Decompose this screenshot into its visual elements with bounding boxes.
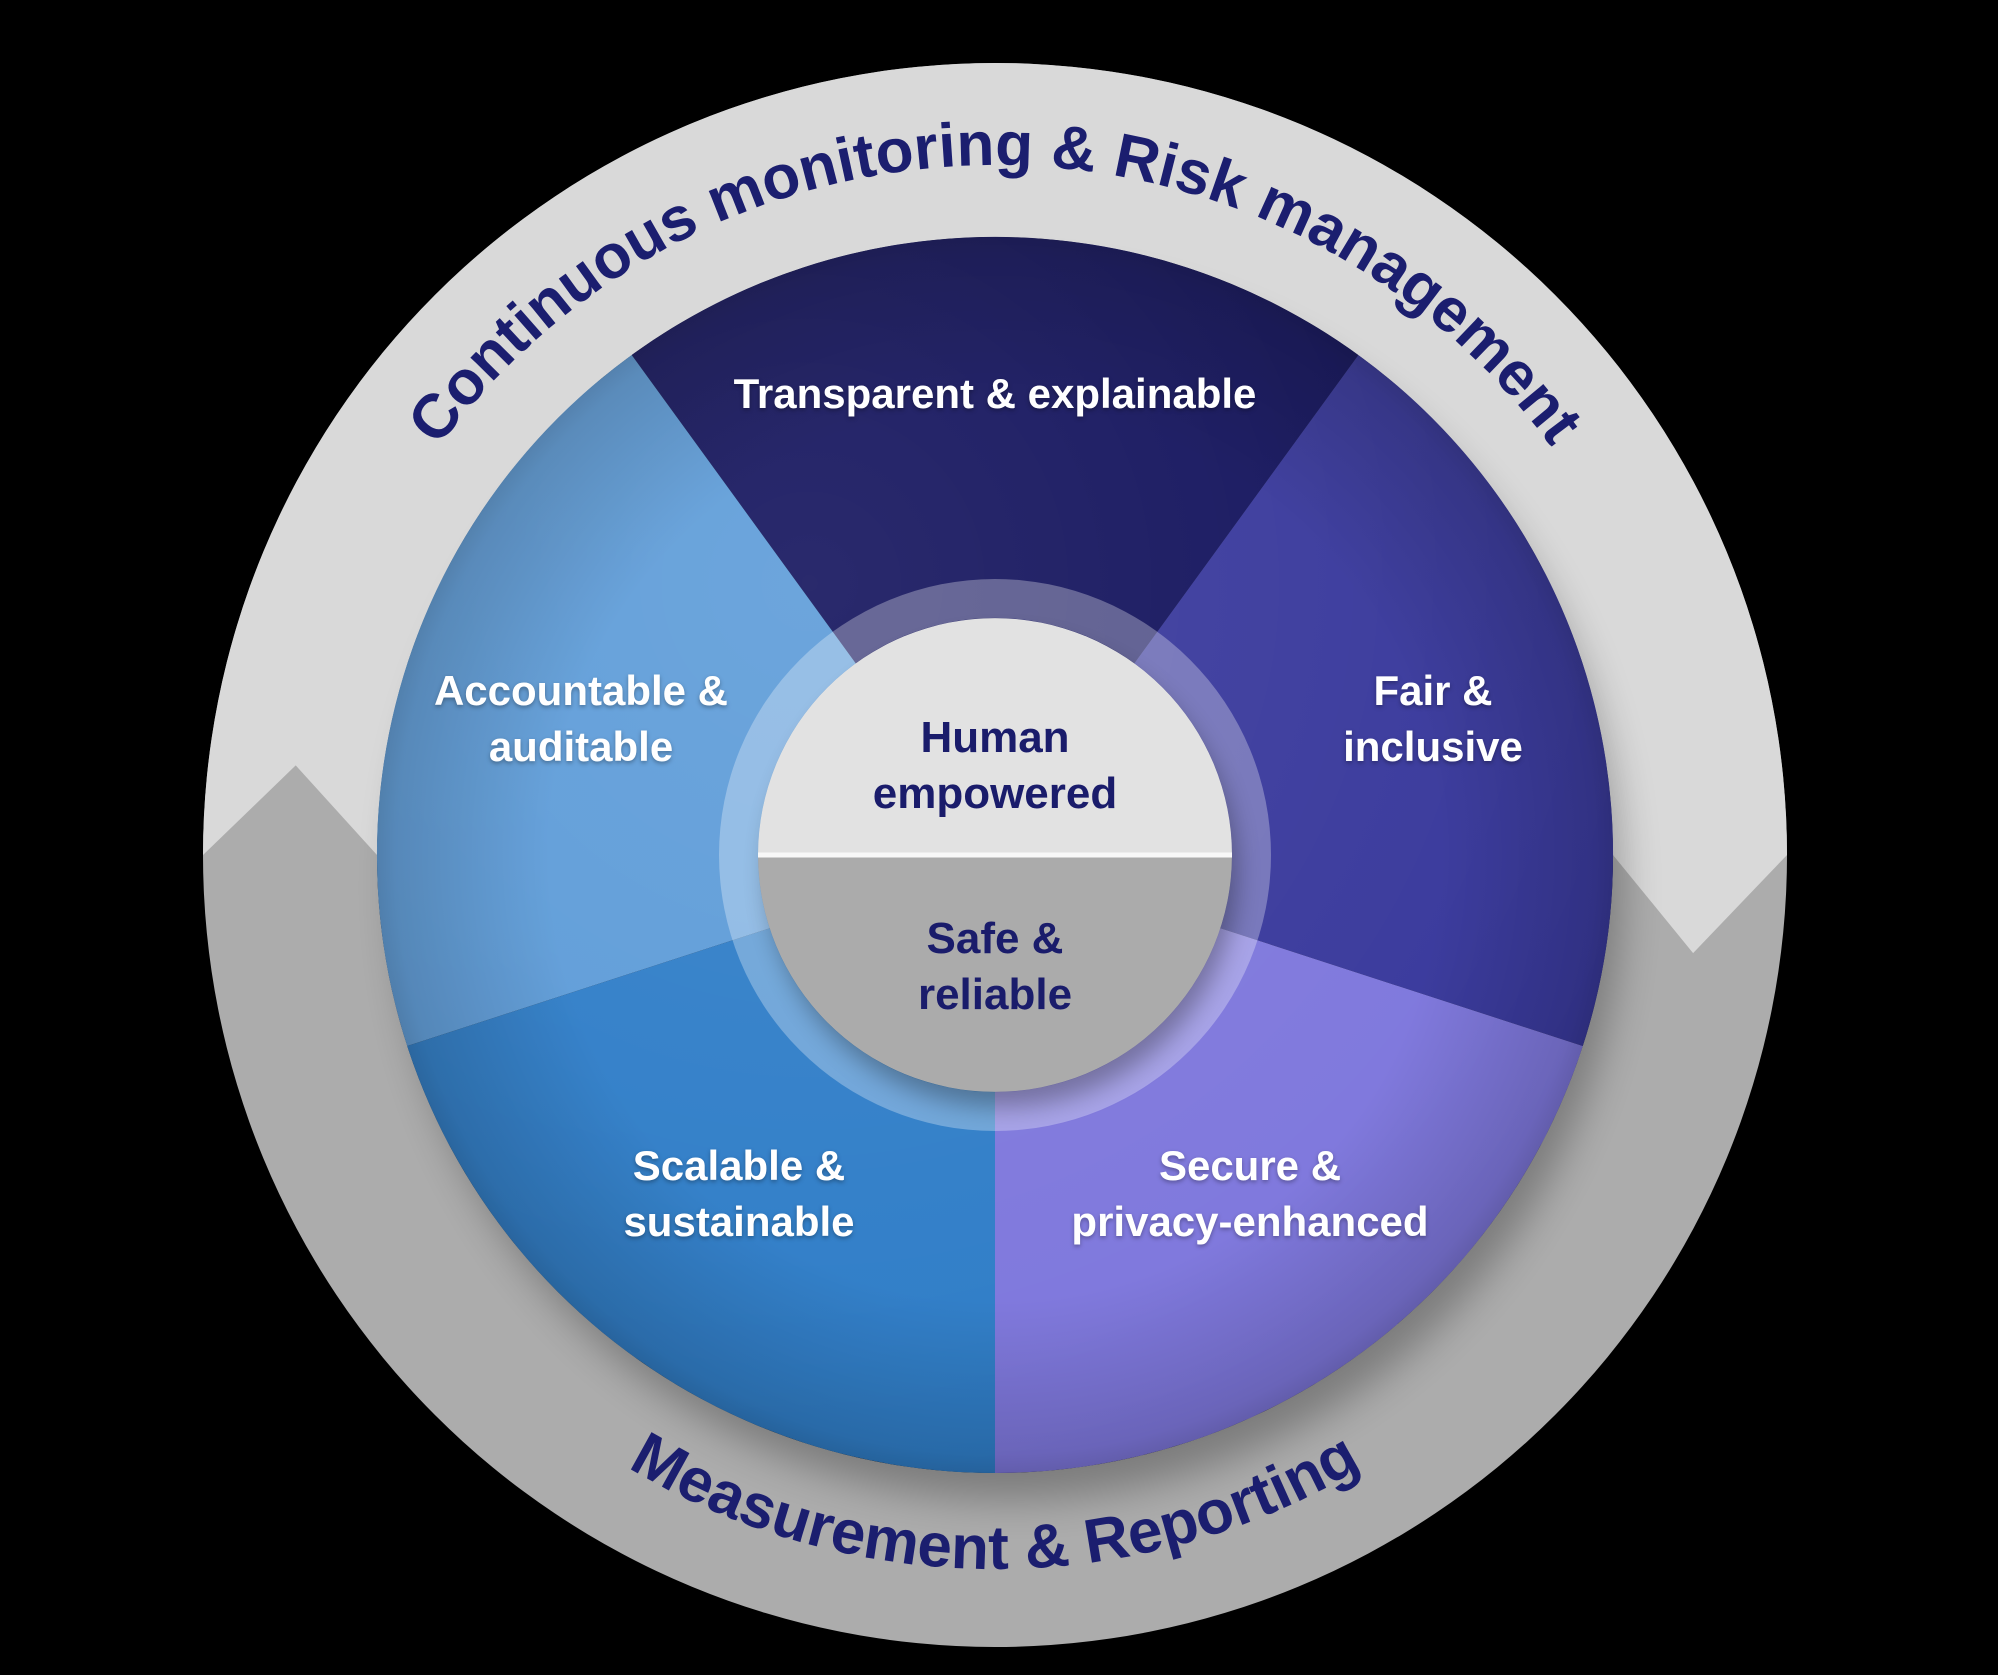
segment-label-transparent-explainable: Transparent & explainable [734, 370, 1257, 417]
segment-label-secure-privacy-line-1: Secure & [1159, 1142, 1341, 1189]
segment-label-accountable-auditable-line-2: auditable [489, 723, 673, 770]
segment-label-fair-inclusive-line-1: Fair & [1373, 667, 1492, 714]
segment-label-secure-privacy-line-2: privacy-enhanced [1071, 1198, 1428, 1245]
center-circle-bottom-half [758, 855, 1232, 1092]
center-bottom-label-line-1: Safe & [927, 914, 1064, 963]
segment-label-scalable-sustainable-line-1: Scalable & [633, 1142, 845, 1189]
center-circle-top-half [758, 618, 1232, 855]
center-top-label-line-2: empowered [873, 769, 1118, 818]
segment-label-scalable-sustainable-line-2: sustainable [623, 1198, 854, 1245]
segment-label-accountable-auditable-line-1: Accountable & [434, 667, 728, 714]
center-bottom-label-line-2: reliable [918, 970, 1072, 1019]
center-top-label-line-1: Human [920, 713, 1069, 762]
segment-label-fair-inclusive-line-2: inclusive [1343, 723, 1523, 770]
ring-arrow-continuous-monitoring [203, 63, 1787, 954]
